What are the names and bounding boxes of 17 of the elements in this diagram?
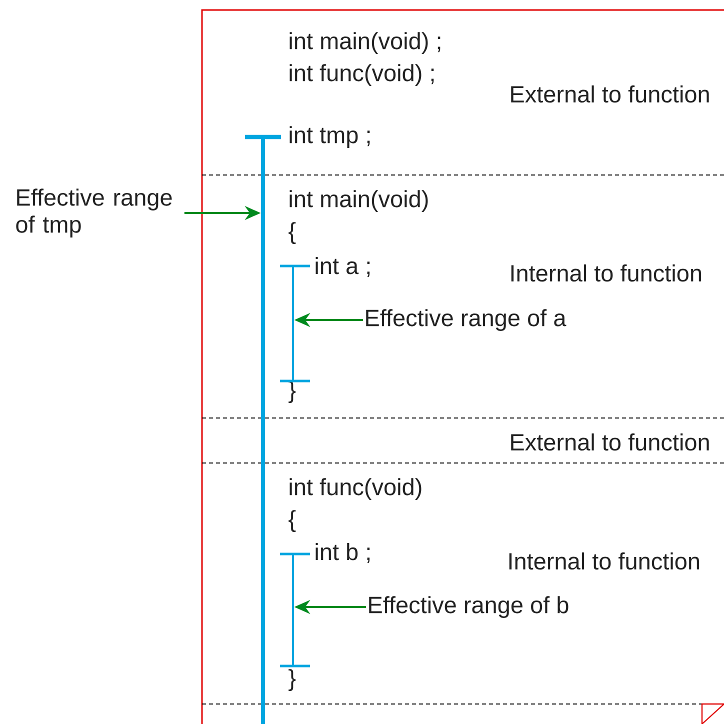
region-label: External to function bbox=[511, 433, 709, 451]
code-line: int func(void) ; bbox=[290, 64, 434, 86]
range-label: Effective range of b bbox=[369, 596, 568, 618]
code-line: { bbox=[288, 222, 296, 244]
scope-range-bar bbox=[280, 264, 310, 382]
scope-range-bar bbox=[245, 134, 281, 724]
scope-range-bar bbox=[280, 552, 310, 668]
range-label: Effective range of tmp bbox=[16, 188, 172, 238]
range-label: Effective range of a bbox=[366, 309, 566, 331]
code-line: int func(void) bbox=[290, 478, 422, 500]
region-label: External to function bbox=[511, 85, 709, 103]
region-label: Internal to function bbox=[511, 264, 701, 282]
code-line: int main(void) bbox=[290, 190, 428, 212]
code-line: } bbox=[288, 669, 296, 691]
code-line: { bbox=[288, 510, 296, 532]
region-label: Internal to function bbox=[509, 552, 699, 570]
code-line: int tmp ; bbox=[290, 126, 370, 148]
